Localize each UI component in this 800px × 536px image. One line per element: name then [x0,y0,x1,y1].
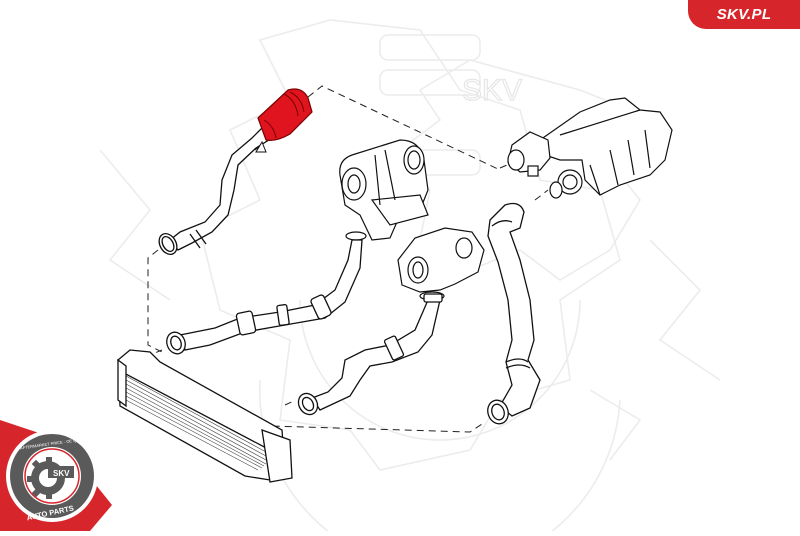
hose-upper-left[interactable] [156,127,274,258]
brand-site-label[interactable]: SKV.PL [688,0,800,29]
intercooler[interactable] [117,349,293,483]
auto-parts-badge: SKV AUTO PARTS AFTERMARKET PRICE · OE QU… [0,420,112,531]
hose-lower-center[interactable] [295,293,443,418]
hose-right[interactable] [484,202,541,427]
intake-manifold[interactable] [539,97,673,196]
brand-text: SKV.PL [716,6,772,23]
highlighted-hose-connector[interactable] [255,88,313,153]
badge-center-text: SKV [53,469,70,478]
turbocharger-2[interactable] [397,227,485,301]
turbocharger-1[interactable] [339,139,429,241]
egr-valve[interactable] [549,169,583,199]
throttle-body[interactable] [507,131,551,177]
hose-lower-left[interactable] [164,239,363,356]
watermark-text: SKV [462,74,522,107]
